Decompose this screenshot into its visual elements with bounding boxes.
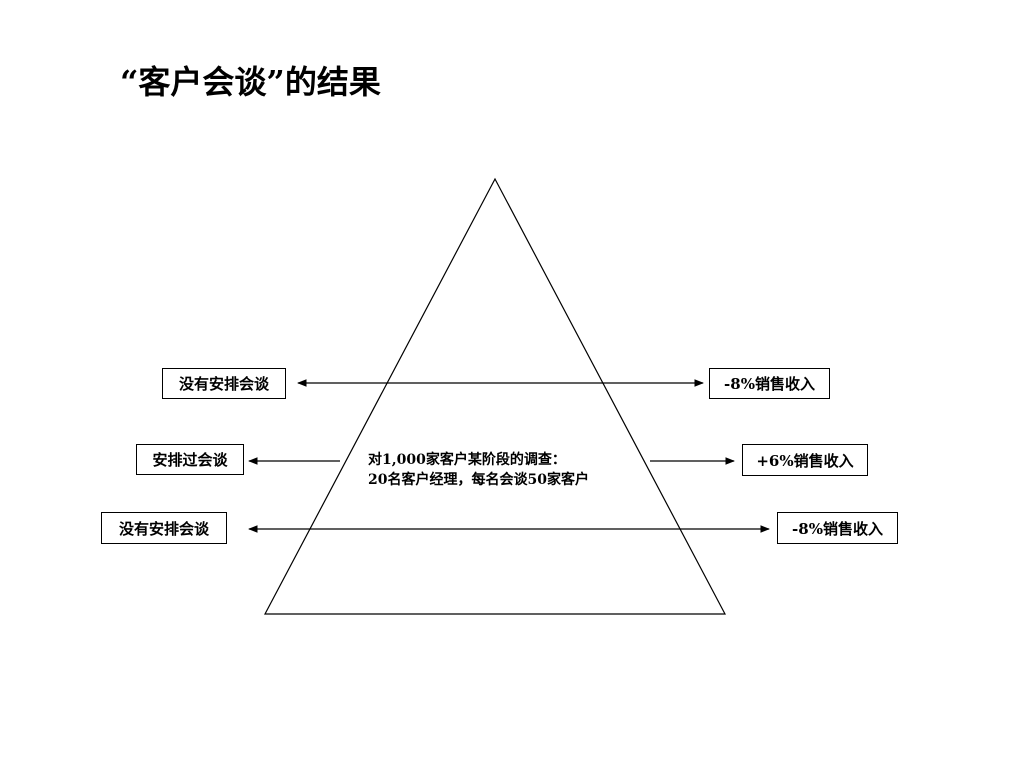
row-3-right-label: -8%销售收入 — [792, 519, 883, 538]
row-2-right-box: +6%销售收入 — [742, 444, 868, 476]
survey-note-line-1: 对1,000家客户某阶段的调查： — [368, 452, 566, 468]
page-title: “客户会谈”的结果 — [120, 63, 381, 101]
survey-note-line-2: 20名客户经理，每名会谈50家客户 — [368, 472, 589, 488]
row-2-right-label: +6%销售收入 — [756, 451, 854, 470]
row-3-left-box: 没有安排会谈 — [101, 512, 227, 544]
row-3-right-box: -8%销售收入 — [777, 512, 898, 544]
row-2-left-box: 安排过会谈 — [136, 444, 244, 475]
row-1-right-box: -8%销售收入 — [709, 368, 830, 399]
row-1-right-label: -8%销售收入 — [724, 375, 815, 393]
pyramid-triangle — [264, 177, 726, 615]
row-1-left-box: 没有安排会谈 — [162, 368, 286, 399]
row-1-left-label: 没有安排会谈 — [178, 375, 269, 393]
row-3-left-label: 没有安排会谈 — [118, 519, 209, 538]
row-2-left-label: 安排过会谈 — [152, 451, 228, 469]
survey-note: 对1,000家客户某阶段的调查： 20名客户经理，每名会谈50家客户 — [368, 450, 589, 490]
